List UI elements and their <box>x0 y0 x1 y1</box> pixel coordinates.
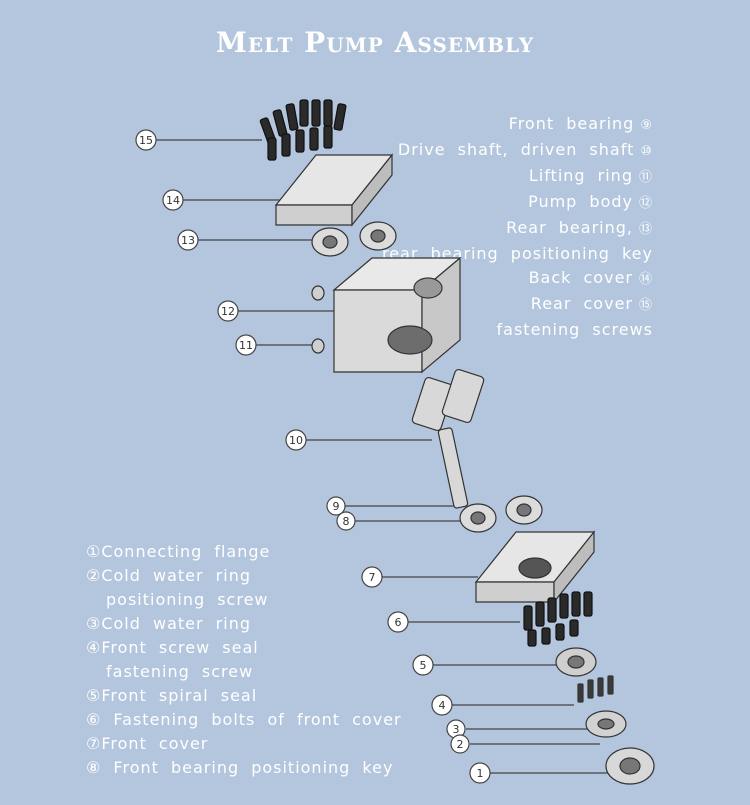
front-cover-plate <box>474 530 596 604</box>
callout-9: 9 <box>326 496 346 516</box>
svg-text:1: 1 <box>477 767 484 780</box>
legend-item-5: ⑤Front spiral seal <box>86 686 258 705</box>
callout-11: 11 <box>235 334 257 356</box>
callout-8: 8 <box>336 511 356 531</box>
legend-item-15-cont: fastening screws <box>496 320 653 339</box>
callout-15: 15 <box>135 129 157 151</box>
legend-item-2-cont: positioning screw <box>106 590 269 609</box>
callout-4: 4 <box>431 694 453 716</box>
rear-cover-screws <box>259 99 347 161</box>
callout-2: 2 <box>450 734 470 754</box>
seal-fastening-screws <box>577 675 614 703</box>
svg-text:14: 14 <box>166 194 180 207</box>
legend-item-3: ③Cold water ring <box>86 614 251 633</box>
callout-5: 5 <box>412 654 434 676</box>
callout-1: 1 <box>469 762 491 784</box>
svg-text:15: 15 <box>139 134 153 147</box>
rear-bearings <box>311 221 397 257</box>
cold-water-ring <box>585 710 627 738</box>
callout-6: 6 <box>387 611 409 633</box>
svg-text:3: 3 <box>453 723 460 736</box>
legend-item-4-cont: fastening screw <box>106 662 254 681</box>
svg-text:6: 6 <box>395 616 402 629</box>
svg-text:11: 11 <box>239 339 253 352</box>
callout-7: 7 <box>361 566 383 588</box>
callout-14: 14 <box>162 189 184 211</box>
callout-12: 12 <box>217 300 239 322</box>
diagram-title: Melt Pump Assembly <box>215 26 535 59</box>
svg-text:12: 12 <box>221 305 235 318</box>
back-cover-plate <box>274 153 394 227</box>
svg-text:10: 10 <box>289 434 303 447</box>
legend-item-2: ②Cold water ring <box>86 566 251 585</box>
legend-item-13: Rear bearing,⑬ <box>506 218 653 237</box>
front-cover-bolts <box>523 591 593 647</box>
svg-text:8: 8 <box>343 515 350 528</box>
legend-item-8: ⑧ Front bearing positioning key <box>86 758 394 777</box>
front-bearings <box>459 495 543 533</box>
lifting-rings <box>311 285 325 354</box>
legend-item-6: ⑥ Fastening bolts of front cover <box>86 710 402 729</box>
leader-lines <box>156 139 608 774</box>
legend-item-7: ⑦Front cover <box>86 734 209 753</box>
svg-text:4: 4 <box>439 699 446 712</box>
connecting-flange <box>605 747 655 785</box>
svg-text:13: 13 <box>181 234 195 247</box>
svg-text:5: 5 <box>420 659 427 672</box>
svg-text:7: 7 <box>369 571 376 584</box>
svg-text:9: 9 <box>333 500 340 513</box>
callout-13: 13 <box>177 229 199 251</box>
legend-left: ①Connecting flange ②Cold water ring posi… <box>86 540 402 780</box>
drive-shafts <box>411 368 485 509</box>
pump-body <box>332 256 462 374</box>
svg-text:2: 2 <box>457 738 464 751</box>
callout-markers: 15 14 13 12 11 10 9 8 7 6 5 4 3 2 1 <box>135 129 491 784</box>
legend-item-4: ④Front screw seal <box>86 638 259 657</box>
legend-item-1: ①Connecting flange <box>86 542 271 561</box>
callout-10: 10 <box>285 429 307 451</box>
front-spiral-seal <box>555 647 597 677</box>
